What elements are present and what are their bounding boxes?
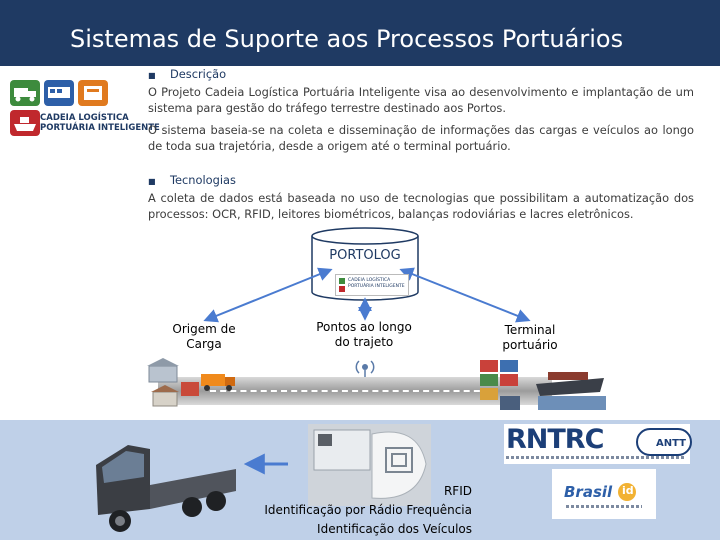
section-heading-descricao: Descrição [170,67,227,81]
technologies-paragraph: A coleta de dados está baseada no uso de… [148,191,694,221]
antenna-icon [352,356,378,378]
brasil-id-url [566,505,642,508]
antt-logo [636,428,692,456]
brasil-id-icon [618,483,636,501]
terminal-label-line2: portuário [502,338,558,352]
description-section: ■ Descrição O Projeto Cadeia Logística Po… [148,66,694,154]
arrow-db-origin [203,267,333,323]
origin-warehouses-image [145,352,245,416]
terminal-label-line1: Terminal [504,323,556,337]
portolog-logo: CADEIA LOGÍSTICA PORTUÁRIA INTELIGENTE [335,274,409,296]
brasil-id-badge: Brasil id [552,469,656,519]
midpoints-label-line2: do trajeto [334,335,394,349]
origin-label-line2: Carga [186,337,222,351]
rfid-line2: Identificação dos Veículos [317,522,472,536]
rfid-caption: RFID Identificação por Rádio Frequência … [232,482,472,539]
origin-label: Origem de Carga [160,322,248,352]
road-marking [210,390,490,392]
section-heading-tecnologias: Tecnologias [170,173,236,187]
description-paragraph-1: O Projeto Cadeia Logística Portuária Int… [148,85,694,115]
brasil-text: Brasil [564,483,613,501]
truck-image [88,435,238,540]
technologies-section: ■ Tecnologias A coleta de dados está base… [148,172,694,222]
arrow-db-terminal [399,267,531,323]
rntrc-subtitle [506,456,686,459]
logo-text: CADEIA LOGÍSTICA PORTUÁRIA INTELIGENTE [40,113,160,133]
terminal-port-image [478,352,610,416]
bullet-icon: ■ [148,71,156,80]
rfid-line1: Identificação por Rádio Frequência [264,503,472,517]
bullet-icon: ■ [148,177,156,186]
slide-title: Sistemas de Suporte aos Processos Portuá… [70,25,624,53]
portolog-logo-line2: PORTUÁRIA INTELIGENTE [348,284,405,289]
cadeia-logistica-logo [6,78,146,140]
rntrc-antt-badge: RNTRC ANTT [504,424,692,464]
portolog-label: PORTOLOG [329,248,401,263]
origin-label-line1: Origem de [172,322,236,336]
logo-line1: CADEIA LOGÍSTICA [40,113,129,123]
portolog-logo-line1: CADEIA LOGÍSTICA [348,278,391,283]
id-text: id [622,484,634,497]
logo-line2: PORTUÁRIA INTELIGENTE [40,123,160,133]
description-paragraph-2: O sistema baseia-se na coleta e dissemin… [148,123,694,153]
antt-text: ANTT [656,438,686,449]
rfid-title: RFID [443,484,472,498]
terminal-label: Terminal portuário [486,323,574,353]
rfid-tag-image [308,424,431,506]
rntrc-text: RNTRC [506,424,604,455]
midpoints-label-line1: Pontos ao longo [316,320,412,334]
cadeia-logistica-logo-icons [10,80,108,136]
title-bar [0,0,720,66]
midpoints-label: Pontos ao longo do trajeto [306,320,422,350]
